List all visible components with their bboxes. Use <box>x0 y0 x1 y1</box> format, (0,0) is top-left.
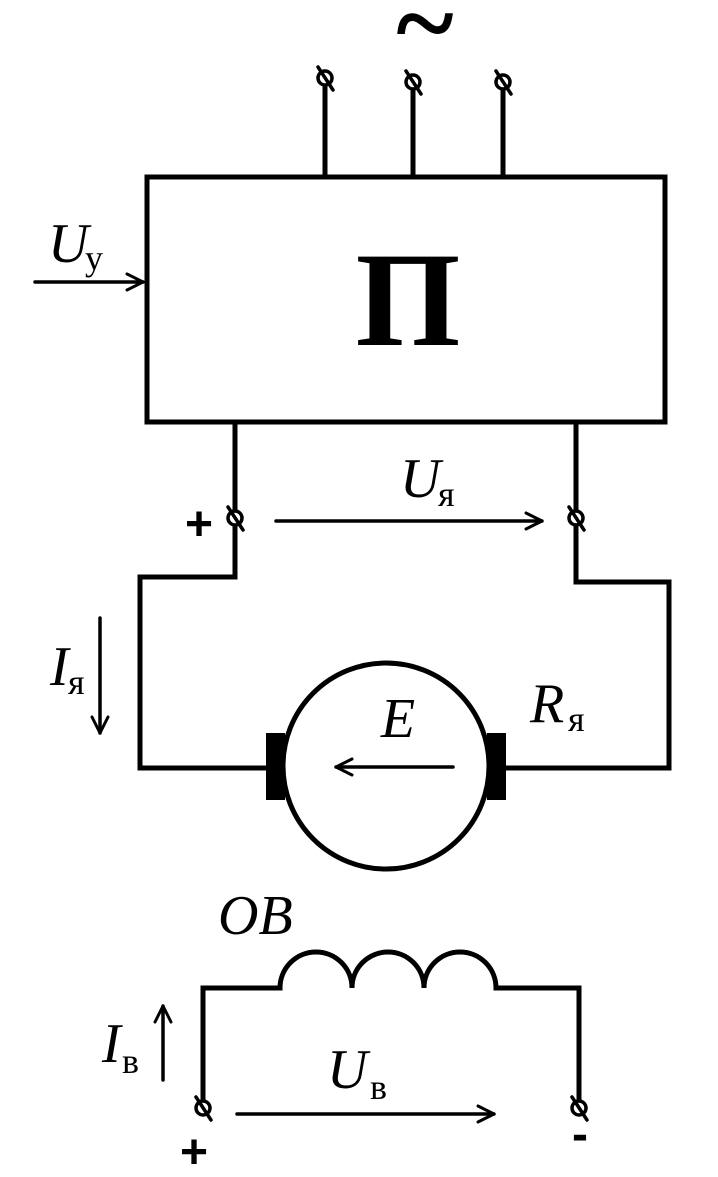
field-voltage-symbol: U <box>327 1039 371 1101</box>
emf-symbol: E <box>380 688 415 750</box>
armature-current-symbol: I <box>49 636 71 698</box>
brush-right <box>487 733 506 800</box>
armature-voltage-symbol: U <box>400 448 444 510</box>
field-current-symbol: I <box>101 1013 123 1075</box>
armature-voltage-subscript: я <box>438 474 455 514</box>
armature-circuit <box>137 419 672 771</box>
field-plus-sign: + <box>180 1126 208 1177</box>
ac-supply-leads <box>316 65 513 180</box>
armature-plus-sign: + <box>185 498 213 551</box>
field-minus-sign: - <box>572 1108 588 1161</box>
field-voltage-subscript: в <box>370 1067 387 1107</box>
control-voltage-symbol: U <box>48 213 92 275</box>
field-winding-circuit <box>194 949 589 1122</box>
control-voltage-subscript: у <box>85 238 103 278</box>
armature-resistance-subscript: я <box>568 699 585 739</box>
converter-block <box>144 174 668 425</box>
armature-resistance-symbol: R <box>529 673 564 735</box>
brush-left <box>266 733 285 800</box>
converter-label: П <box>355 226 460 375</box>
field-current-subscript: в <box>122 1041 139 1081</box>
armature-current-subscript: я <box>68 662 85 702</box>
field-winding-label: OB <box>218 885 293 947</box>
